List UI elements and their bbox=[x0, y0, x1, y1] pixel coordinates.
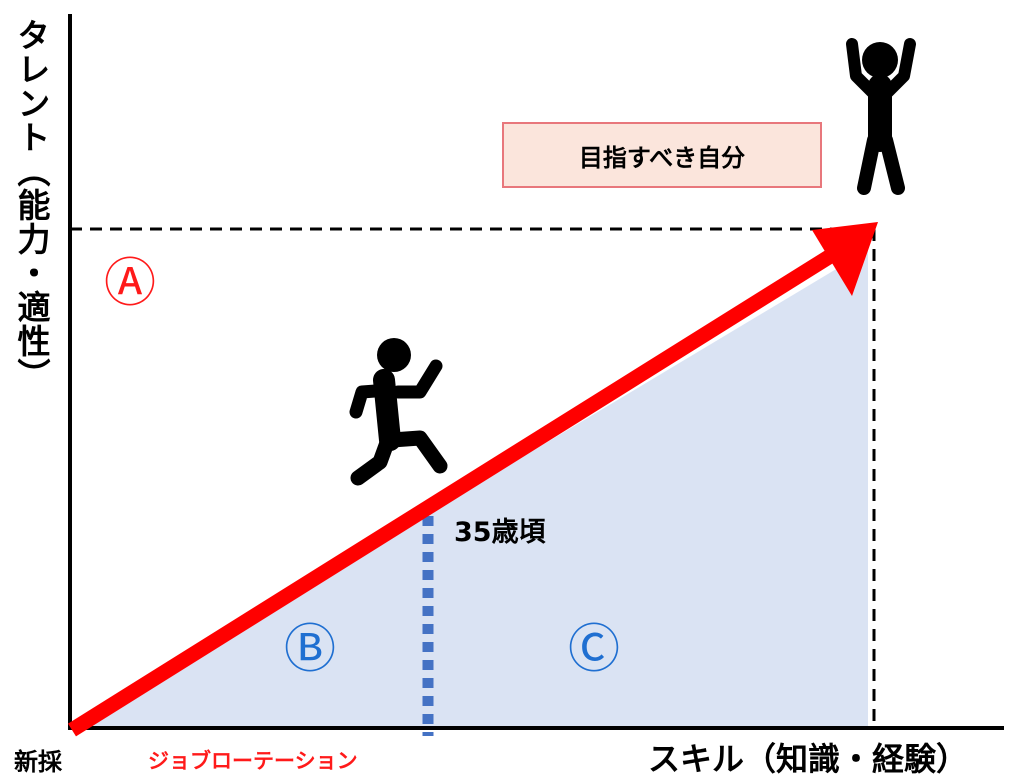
origin-label: 新採 bbox=[14, 748, 62, 776]
growth-arrow-head bbox=[812, 222, 878, 296]
cheering-person-icon bbox=[846, 38, 916, 195]
region-a-mark: Ⓐ bbox=[104, 254, 157, 314]
x-axis-label: スキル（知識・経験） bbox=[648, 740, 969, 778]
running-person-icon bbox=[349, 338, 448, 486]
age-label: 35歳頃 bbox=[454, 517, 546, 548]
target-self-box: 目指すべき自分 bbox=[502, 122, 822, 188]
job-rotation-label: ジョブローテーション bbox=[148, 749, 358, 773]
target-self-label: 目指すべき自分 bbox=[578, 143, 746, 172]
region-b-mark: Ⓑ bbox=[284, 620, 337, 680]
y-axis-label: タレント（能力・適性） bbox=[12, 18, 51, 392]
growth-arrow-shaft bbox=[68, 248, 836, 737]
region-c-mark: Ⓒ bbox=[568, 620, 621, 680]
